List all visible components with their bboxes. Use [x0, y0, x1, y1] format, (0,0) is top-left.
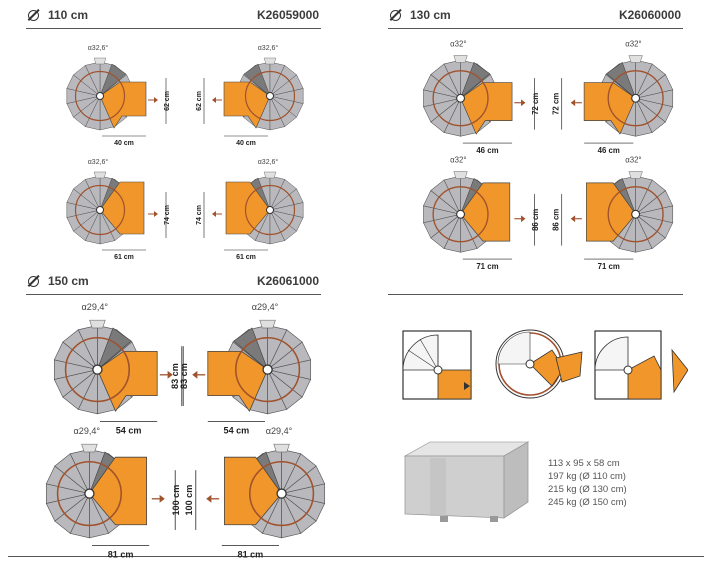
width-dimension: 81 cm	[238, 549, 264, 559]
angle-label: α32,6°	[88, 44, 109, 52]
stair-diagram-110-2: α32,6° 62 cm 40 cm	[196, 44, 304, 147]
section-header: 110 cm K26059000	[26, 8, 321, 29]
stair-step	[269, 175, 286, 211]
width-dimension: 46 cm	[598, 146, 620, 155]
diameter-icon	[28, 276, 39, 287]
width-dimension: 40 cm	[236, 140, 256, 147]
diameter-icon	[28, 10, 39, 21]
width-dimension: 54 cm	[116, 425, 142, 435]
product-code: K26059000	[256, 8, 319, 22]
width-dimension: 81 cm	[108, 549, 134, 559]
stair-diagram-130-3: α32° 86 cm 71 cm	[423, 156, 540, 271]
section-130: 130 cm K26060000	[388, 8, 683, 30]
width-dimension: 61 cm	[236, 254, 256, 261]
angle-label: α29,4°	[82, 302, 109, 312]
height-dimension: 62 cm	[196, 91, 203, 111]
width-dimension: 71 cm	[476, 262, 498, 271]
height-dimension: 62 cm	[164, 91, 171, 111]
stair-step	[269, 61, 286, 97]
divider	[8, 556, 704, 557]
installation-diagram-1	[402, 330, 472, 400]
height-dimension: 74 cm	[196, 205, 203, 225]
section-title: 130 cm	[410, 8, 451, 22]
angle-label: α32,6°	[258, 158, 279, 166]
stair-step	[84, 175, 101, 211]
package-weight-150: 245 kg (Ø 150 cm)	[548, 497, 627, 508]
stair-step	[77, 324, 98, 370]
height-dimension: 100 cm	[171, 485, 181, 516]
height-dimension: 74 cm	[164, 205, 171, 225]
installation-diagram-2	[495, 329, 583, 399]
stair-diagram-130-1: α32° 72 cm 46 cm	[423, 40, 540, 155]
angle-label: α29,4°	[252, 302, 279, 312]
diameter-icon	[390, 10, 401, 21]
angle-label: α32°	[450, 156, 466, 165]
height-dimension: 86 cm	[551, 209, 560, 231]
stair-step	[635, 59, 653, 99]
stair-diagram-110-4: α32,6° 74 cm 61 cm	[196, 158, 304, 261]
width-dimension: 40 cm	[114, 140, 134, 147]
section-title: 150 cm	[48, 274, 89, 288]
angle-label: α32°	[625, 40, 641, 49]
stair-step	[635, 175, 653, 215]
stair-diagram-150-3: α29,4° 100 cm 81 cm	[45, 426, 181, 559]
height-dimension: 83 cm	[170, 363, 180, 389]
package-box-image	[403, 441, 530, 522]
angle-label: α32,6°	[258, 44, 279, 52]
package-dimensions: 113 x 95 x 58 cm	[548, 458, 620, 469]
height-dimension: 72 cm	[551, 93, 560, 115]
angle-label: α29,4°	[266, 426, 293, 436]
package-info: 113 x 95 x 58 cm 197 kg (Ø 110 cm) 215 k…	[548, 457, 627, 509]
stair-step	[443, 175, 461, 215]
height-dimension: 83 cm	[179, 363, 189, 389]
stair-step	[267, 324, 288, 370]
stair-step	[84, 61, 101, 97]
height-dimension: 86 cm	[531, 209, 540, 231]
width-dimension: 71 cm	[598, 262, 620, 271]
section-110: 110 cm K26059000	[26, 8, 321, 30]
width-dimension: 54 cm	[224, 425, 250, 435]
stair-diagram-150-2: α29,4° 83 cm 54 cm	[170, 302, 312, 435]
height-dimension: 72 cm	[531, 93, 540, 115]
stair-step	[443, 59, 461, 99]
stair-diagram-130-2: α32° 72 cm 46 cm	[551, 40, 674, 155]
package-weight-110: 197 kg (Ø 110 cm)	[548, 471, 626, 482]
section-title: 110 cm	[48, 8, 89, 22]
stair-step	[69, 448, 90, 494]
package-weight-130: 215 kg (Ø 130 cm)	[548, 484, 627, 495]
product-code: K26061000	[256, 274, 319, 288]
section-header: 150 cm K26061000	[26, 274, 321, 295]
angle-label: α32°	[450, 40, 466, 49]
stair-diagram-150-4: α29,4° 100 cm 81 cm	[184, 426, 326, 559]
angle-label: α32°	[625, 156, 641, 165]
stair-diagram-150-1: α29,4° 83 cm 54 cm	[53, 302, 189, 435]
stair-diagram-110-3: α32,6° 74 cm 61 cm	[66, 158, 171, 261]
width-dimension: 61 cm	[114, 254, 134, 261]
section-header: 130 cm K26060000	[388, 8, 683, 29]
divider	[388, 294, 683, 295]
angle-label: α29,4°	[74, 426, 101, 436]
product-code: K26060000	[618, 8, 681, 22]
height-dimension: 100 cm	[184, 485, 194, 516]
stair-diagram-110-1: α32,6° 62 cm 40 cm	[66, 44, 171, 147]
stair-diagram-130-4: α32° 86 cm 71 cm	[551, 156, 674, 271]
section-150: 150 cm K26061000	[26, 274, 321, 296]
angle-label: α32,6°	[88, 158, 109, 166]
stair-step	[281, 448, 302, 494]
width-dimension: 46 cm	[476, 146, 498, 155]
installation-diagram-3	[594, 330, 688, 400]
